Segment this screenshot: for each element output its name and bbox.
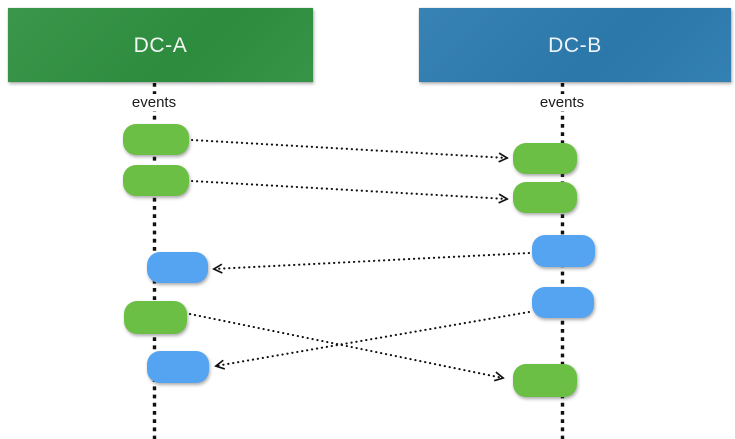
event-box-b1-origin-dc-a xyxy=(513,143,577,174)
replication-arrows xyxy=(188,138,531,378)
dc-b-events-label: events xyxy=(536,94,588,112)
replication-arrow-b4-to-a5 xyxy=(216,310,531,366)
replication-arrow-a4-to-b5 xyxy=(188,312,503,378)
event-box-b5-origin-dc-a xyxy=(513,364,577,397)
event-box-a4-origin-dc-a xyxy=(124,301,187,334)
dc-b-header-label: DC-B xyxy=(548,33,602,57)
event-box-a2-origin-dc-a xyxy=(123,165,189,196)
dc-b-header: DC-B xyxy=(419,8,731,82)
event-box-b2-origin-dc-a xyxy=(513,182,577,213)
replication-arrow-b3-to-a3 xyxy=(214,251,531,269)
event-box-a1-origin-dc-a xyxy=(123,124,189,155)
replication-arrow-a2-to-b2 xyxy=(190,179,507,199)
dc-a-events-label: events xyxy=(128,94,180,112)
event-box-b4-origin-dc-b xyxy=(532,287,594,318)
replication-arrow-a1-to-b1 xyxy=(190,138,507,158)
dc-a-header-label: DC-A xyxy=(133,33,188,57)
event-box-b3-origin-dc-b xyxy=(532,235,595,267)
event-box-a3-origin-dc-b xyxy=(147,252,208,283)
event-box-a5-origin-dc-b xyxy=(147,351,209,383)
dc-a-header: DC-A xyxy=(8,8,313,82)
